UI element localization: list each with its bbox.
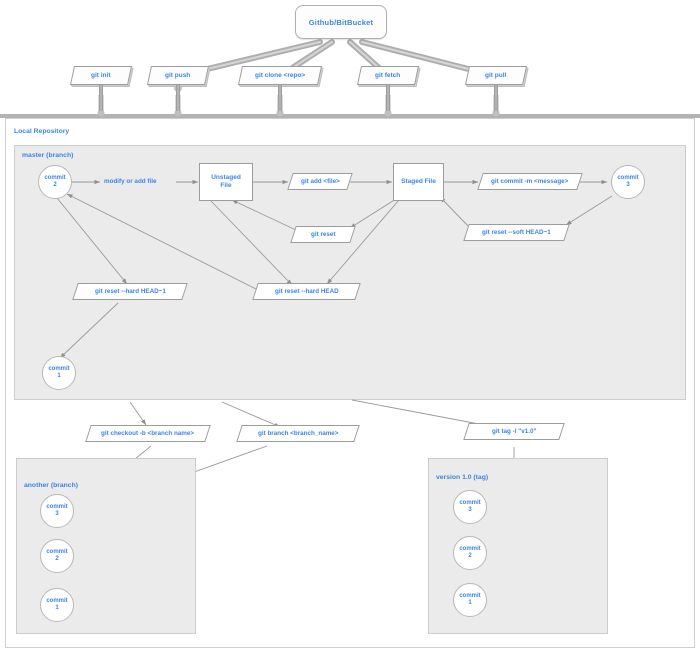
command-label: git push — [165, 72, 191, 79]
commit-word: commit — [46, 504, 68, 511]
command-label: git reset --hard HEAD — [274, 288, 339, 295]
commit-number: 1 — [57, 373, 61, 379]
command-git-reset-soft[interactable]: git reset --soft HEAD~1 — [463, 224, 570, 241]
edge-label-modify-or-add-file: modify or add file — [103, 178, 158, 185]
command-git-branch[interactable]: git branch <branch_name> — [236, 425, 360, 442]
command-label: git clone <repo> — [254, 72, 306, 79]
command-git-commit[interactable]: git commit -m <message> — [477, 173, 583, 190]
sign-post — [386, 85, 390, 111]
commit-number: 2 — [55, 556, 59, 562]
commit-word: commit — [46, 549, 68, 556]
version-tag-commit-1[interactable]: commit 1 — [453, 583, 487, 617]
command-label: git pull — [485, 72, 507, 79]
commit-word: commit — [46, 598, 68, 605]
remote-to-command-connectors — [175, 39, 499, 79]
command-label: git add <file> — [300, 178, 340, 185]
version-tag-label: version 1.0 (tag) — [436, 474, 489, 481]
unstaged-file-line1: Unstaged — [211, 174, 241, 182]
commit-word: commit — [459, 500, 481, 507]
commit-number: 2 — [53, 182, 57, 188]
staged-file-node[interactable]: Staged File — [393, 163, 444, 201]
master-commit-2[interactable]: commit 2 — [38, 165, 72, 199]
remote-to-command-connectors-highlight — [177, 41, 497, 77]
command-label: git fetch — [375, 72, 401, 79]
master-commit-3[interactable]: commit 3 — [611, 165, 645, 199]
command-label: git tag -l "v1.0" — [491, 428, 537, 435]
master-commit-1[interactable]: commit 1 — [42, 356, 76, 390]
sign-post — [278, 85, 282, 111]
commit-number: 3 — [55, 511, 59, 517]
commit-word: commit — [44, 175, 66, 182]
unstaged-file-node[interactable]: Unstaged File — [199, 163, 253, 201]
sign-post — [99, 85, 103, 111]
remote-repository-node[interactable]: Github/BitBucket — [295, 5, 387, 39]
commit-word: commit — [617, 175, 639, 182]
command-node-git-push[interactable]: git push — [146, 66, 210, 111]
master-branch-label: master (branch) — [22, 152, 74, 159]
commit-number: 3 — [468, 507, 472, 513]
command-label: git reset --hard HEAD~1 — [94, 288, 166, 295]
another-branch-commit-3[interactable]: commit 3 — [40, 494, 74, 528]
command-git-tag[interactable]: git tag -l "v1.0" — [463, 423, 565, 440]
commit-word: commit — [48, 366, 70, 373]
commit-word: commit — [459, 593, 481, 600]
command-post-bases — [98, 95, 499, 116]
command-label: git reset --soft HEAD~1 — [482, 229, 551, 236]
command-node-git-init[interactable]: git init — [69, 66, 133, 111]
commit-number: 2 — [468, 553, 472, 559]
version-tag-commit-3[interactable]: commit 3 — [453, 490, 487, 524]
another-branch-commit-1[interactable]: commit 1 — [40, 588, 74, 622]
command-git-reset-hard-head[interactable]: git reset --hard HEAD — [252, 283, 361, 300]
remote-repository-label: Github/BitBucket — [295, 5, 387, 39]
sign-post — [176, 85, 180, 111]
local-repository-label: Local Repository — [14, 128, 70, 135]
command-git-checkout-b[interactable]: git checkout -b <branch name> — [85, 425, 211, 442]
command-label: git commit -m <message> — [491, 178, 569, 185]
another-branch-label: another (branch) — [24, 482, 79, 489]
command-git-add[interactable]: git add <file> — [287, 173, 353, 190]
command-git-reset[interactable]: git reset — [290, 226, 356, 243]
command-node-git-clone[interactable]: git clone <repo> — [237, 66, 323, 111]
command-git-reset-hard-head1[interactable]: git reset --hard HEAD~1 — [72, 283, 188, 300]
another-branch-commit-2[interactable]: commit 2 — [40, 539, 74, 573]
commit-number: 1 — [55, 605, 59, 611]
command-node-git-pull[interactable]: git pull — [464, 66, 528, 111]
staged-file-line1: Staged File — [401, 178, 436, 186]
command-node-git-fetch[interactable]: git fetch — [356, 66, 420, 111]
command-label: git checkout -b <branch name> — [101, 430, 195, 437]
unstaged-file-line2: File — [220, 182, 232, 189]
commit-number: 3 — [626, 182, 630, 188]
command-label: git init — [91, 72, 111, 79]
command-label: git reset — [310, 231, 336, 238]
commit-word: commit — [459, 546, 481, 553]
commit-number: 1 — [468, 600, 472, 606]
sign-post — [494, 85, 498, 111]
version-tag-commit-2[interactable]: commit 2 — [453, 536, 487, 570]
command-label: git branch <branch_name> — [257, 430, 339, 437]
